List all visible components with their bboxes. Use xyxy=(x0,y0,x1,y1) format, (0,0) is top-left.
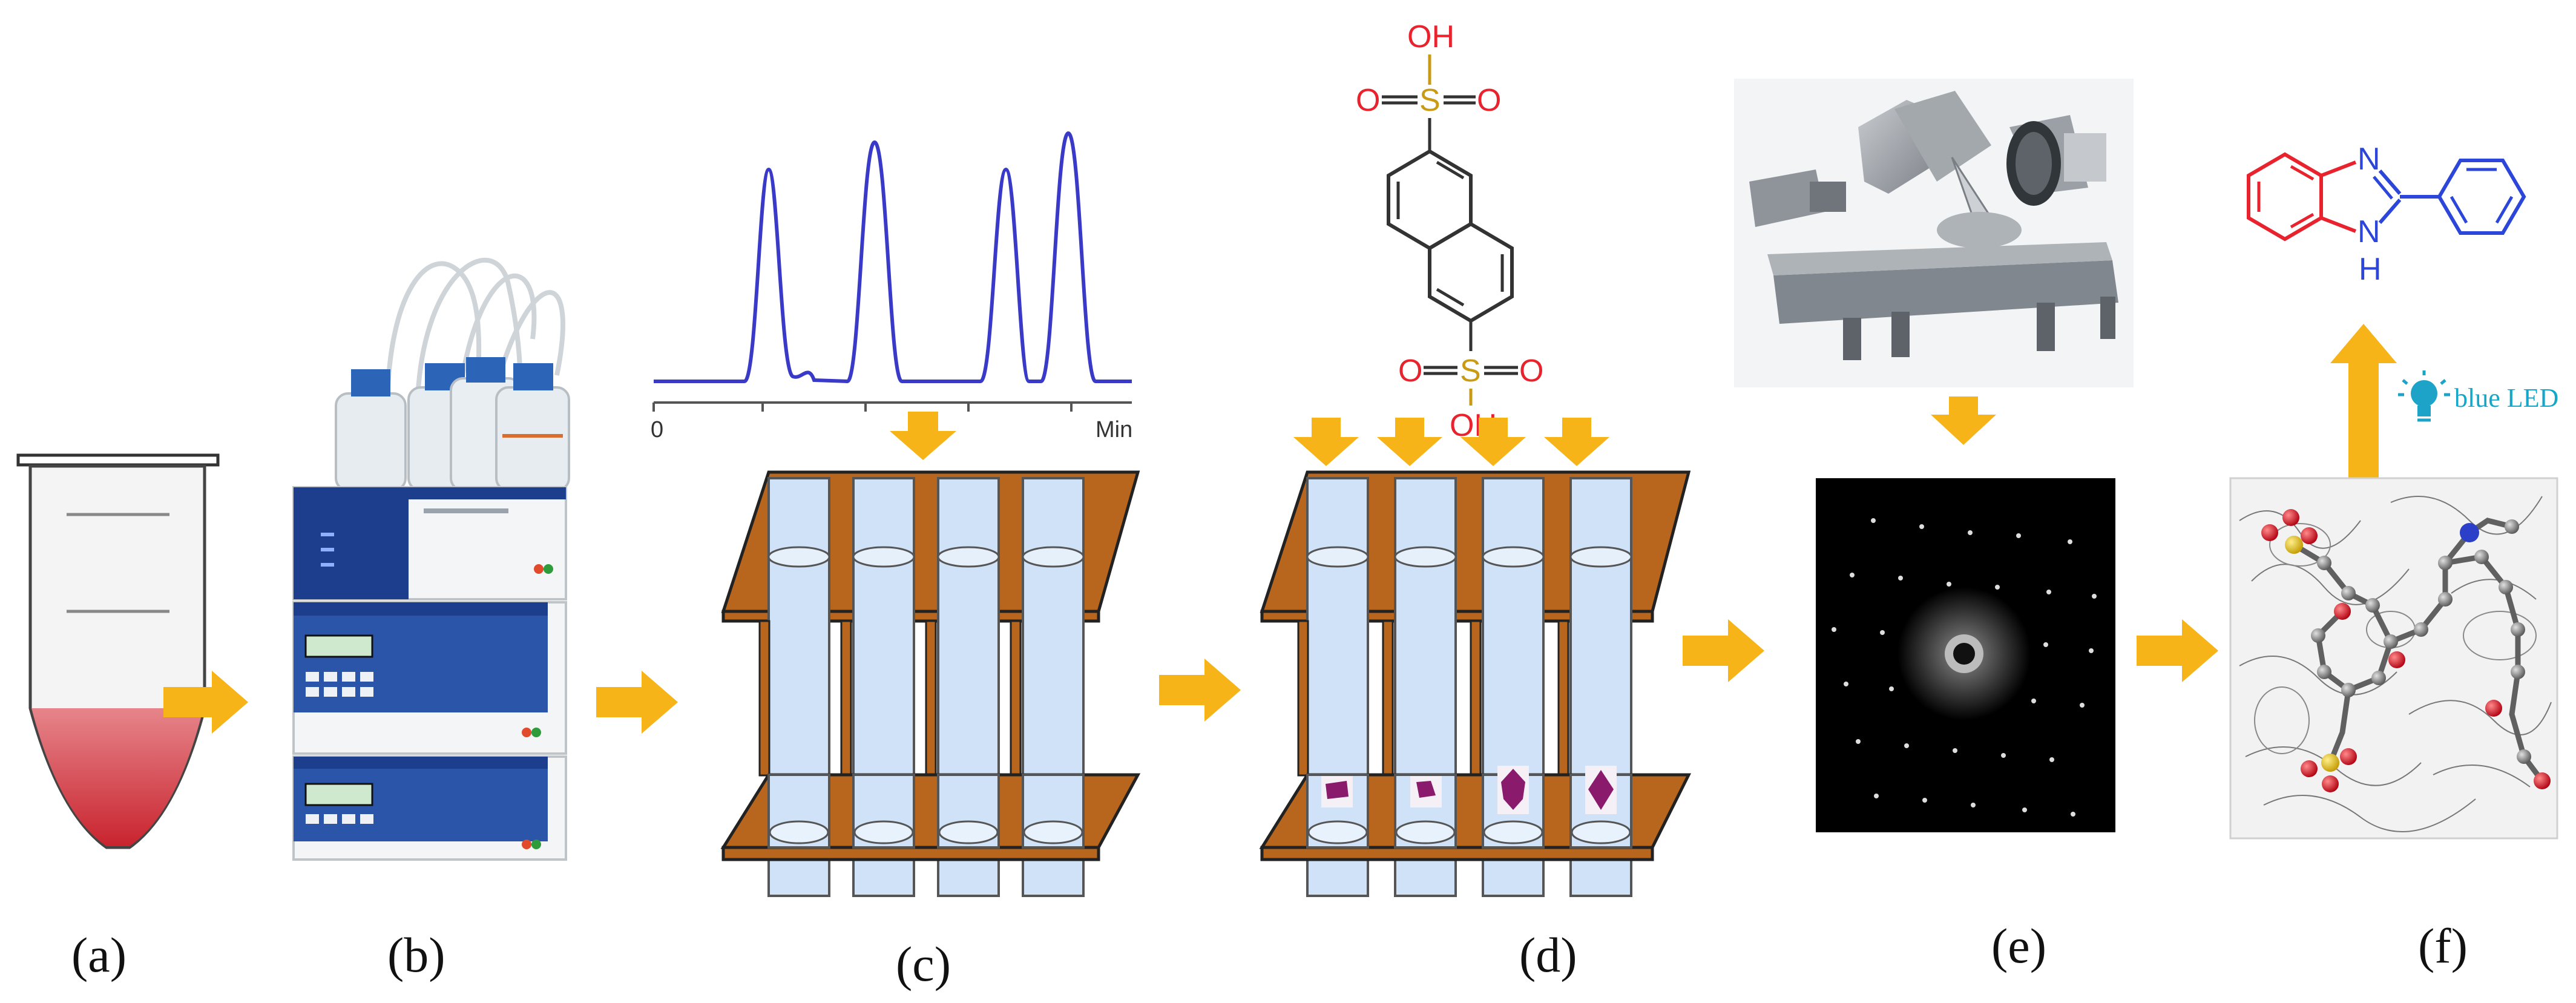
panel-label-e: (e) xyxy=(1991,918,2046,973)
lcd-display xyxy=(304,634,373,658)
diffraction-pattern xyxy=(1816,478,2115,832)
sample-liquid xyxy=(31,708,203,846)
chromatogram-trace xyxy=(654,131,1132,384)
panel-label-d: (d) xyxy=(1519,927,1577,982)
panel-label-b: (b) xyxy=(387,927,445,982)
hplc-module-bottom xyxy=(292,755,567,861)
tube-rack-d xyxy=(1259,470,1692,897)
sample-tube xyxy=(16,453,220,849)
s-top: S xyxy=(1419,83,1441,118)
led-bulb-icon xyxy=(2398,370,2450,422)
led-label: blue LED xyxy=(2454,383,2558,413)
panel-label-c: (c) xyxy=(896,936,951,991)
axis-end-label: Min xyxy=(1096,417,1132,442)
o-top-left: O xyxy=(1356,83,1380,118)
crystal xyxy=(1321,776,1353,807)
solvent-bottle xyxy=(335,369,407,492)
panel-label-f: (f) xyxy=(2418,918,2468,973)
down-arrow xyxy=(1377,418,1442,466)
s-bottom: S xyxy=(1460,354,1481,389)
panel-label-a: (a) xyxy=(71,927,126,982)
flow-arrow-e-f xyxy=(2137,619,2218,682)
x-ray-diffractometer xyxy=(1734,79,2134,387)
down-arrow xyxy=(1544,418,1609,466)
n-top: N xyxy=(2358,142,2380,177)
hplc-module-top xyxy=(292,486,567,600)
bottle-cap xyxy=(513,363,553,390)
phenylbenzimidazole: N N H xyxy=(2247,142,2526,287)
tubing xyxy=(494,290,565,389)
flow-arrow-d-e xyxy=(1683,619,1764,682)
crystal xyxy=(1497,766,1529,814)
down-arrow xyxy=(1293,418,1359,466)
solvent-bottle xyxy=(495,363,570,492)
instrument-base xyxy=(1773,260,2118,324)
naphthalene-disulfonic-acid: OH S O O S O O OH xyxy=(1356,19,1543,443)
lcd-display xyxy=(304,783,373,806)
o-bottom-left: O xyxy=(1398,354,1422,389)
flow-arrow-b-c xyxy=(596,671,678,734)
hplc-instrument xyxy=(292,257,570,861)
oh-top: OH xyxy=(1407,19,1454,54)
n-bottom: N xyxy=(2358,214,2380,249)
tube-rack-c xyxy=(720,470,1141,897)
down-arrow xyxy=(890,412,956,460)
o-top-right: O xyxy=(1477,83,1501,118)
flow-arrow-a-b xyxy=(163,671,248,734)
crystal xyxy=(1410,776,1442,807)
bottle-cap xyxy=(466,357,505,383)
h-bottom: H xyxy=(2359,252,2382,287)
up-arrow xyxy=(2330,324,2397,478)
o-bottom-right: O xyxy=(1519,354,1543,389)
crystal-structure xyxy=(2229,477,2558,840)
chromatogram: 0 Min xyxy=(651,131,1132,442)
axis-start-label: 0 xyxy=(651,417,663,442)
tube-cap-rim xyxy=(16,453,220,467)
tubing xyxy=(385,261,482,412)
down-arrow xyxy=(1931,396,1996,445)
hplc-module-middle xyxy=(292,601,567,755)
flow-arrow-c-d xyxy=(1159,659,1241,722)
crystal xyxy=(1585,766,1617,814)
bottle-cap xyxy=(351,369,390,396)
down-arrow xyxy=(1460,418,1526,466)
